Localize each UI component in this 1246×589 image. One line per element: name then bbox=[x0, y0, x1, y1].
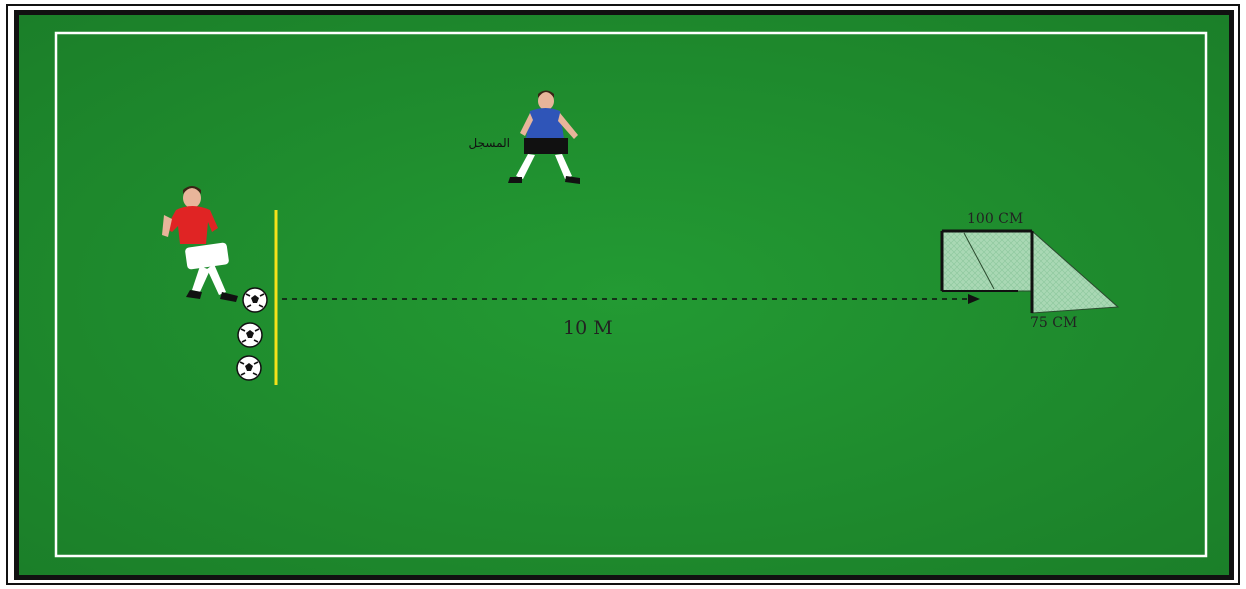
goal-depth-label: 75 CM bbox=[1030, 315, 1077, 331]
ball-icon bbox=[237, 356, 261, 380]
ball-icon bbox=[243, 288, 267, 312]
scorer-label: المسجل bbox=[469, 136, 510, 150]
distance-label: 10 M bbox=[563, 317, 613, 339]
ball-icon bbox=[238, 323, 262, 347]
goal-width-label: 100 CM bbox=[967, 211, 1023, 227]
